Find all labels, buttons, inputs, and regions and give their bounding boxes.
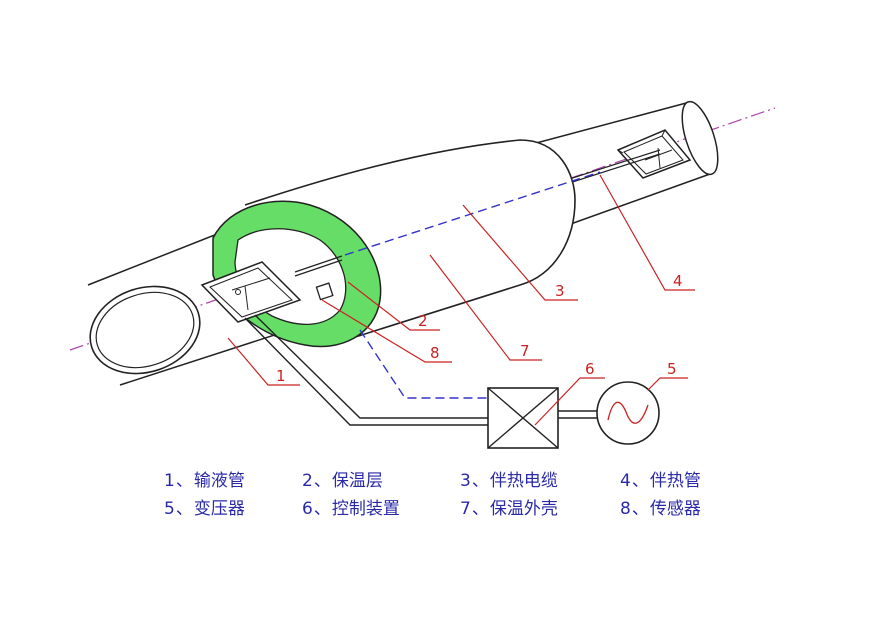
control-device	[487, 387, 559, 449]
legend-item-1: 1、输液管	[164, 471, 245, 491]
callout-leaders	[227, 174, 695, 426]
legend-row-2: 5、变压器 6、控制装置 7、保温外壳 8、传感器	[150, 494, 790, 520]
callout-8: 8	[430, 344, 440, 362]
transport-pipe	[87, 224, 291, 386]
legend-item-4: 4、伴热管	[620, 471, 701, 491]
legend-item-2: 2、保温层	[302, 471, 383, 491]
callout-5: 5	[667, 360, 677, 378]
callout-2: 2	[418, 312, 428, 330]
legend-item-6: 6、控制装置	[302, 499, 400, 519]
legend-item-5: 5、变压器	[164, 499, 245, 519]
callout-3: 3	[555, 282, 565, 300]
heating-cable	[344, 171, 601, 399]
legend-row-1: 1、输液管 2、保温层 3、伴热电缆 4、伴热管	[150, 466, 790, 492]
sensor-box	[315, 282, 334, 301]
legend-item-7: 7、保温外壳	[460, 499, 558, 519]
small-pipe-right	[509, 100, 719, 236]
left-access-window	[200, 261, 302, 323]
transformer-symbol	[596, 381, 660, 445]
callout-4: 4	[673, 272, 683, 290]
heating-pipe-right	[559, 149, 661, 183]
insulation-shell	[212, 139, 576, 348]
callout-6: 6	[585, 360, 595, 378]
callout-7: 7	[520, 342, 530, 360]
legend-item-3: 3、伴热电缆	[460, 471, 558, 491]
legend-item-8: 8、传感器	[620, 499, 701, 519]
callout-1: 1	[276, 367, 286, 385]
